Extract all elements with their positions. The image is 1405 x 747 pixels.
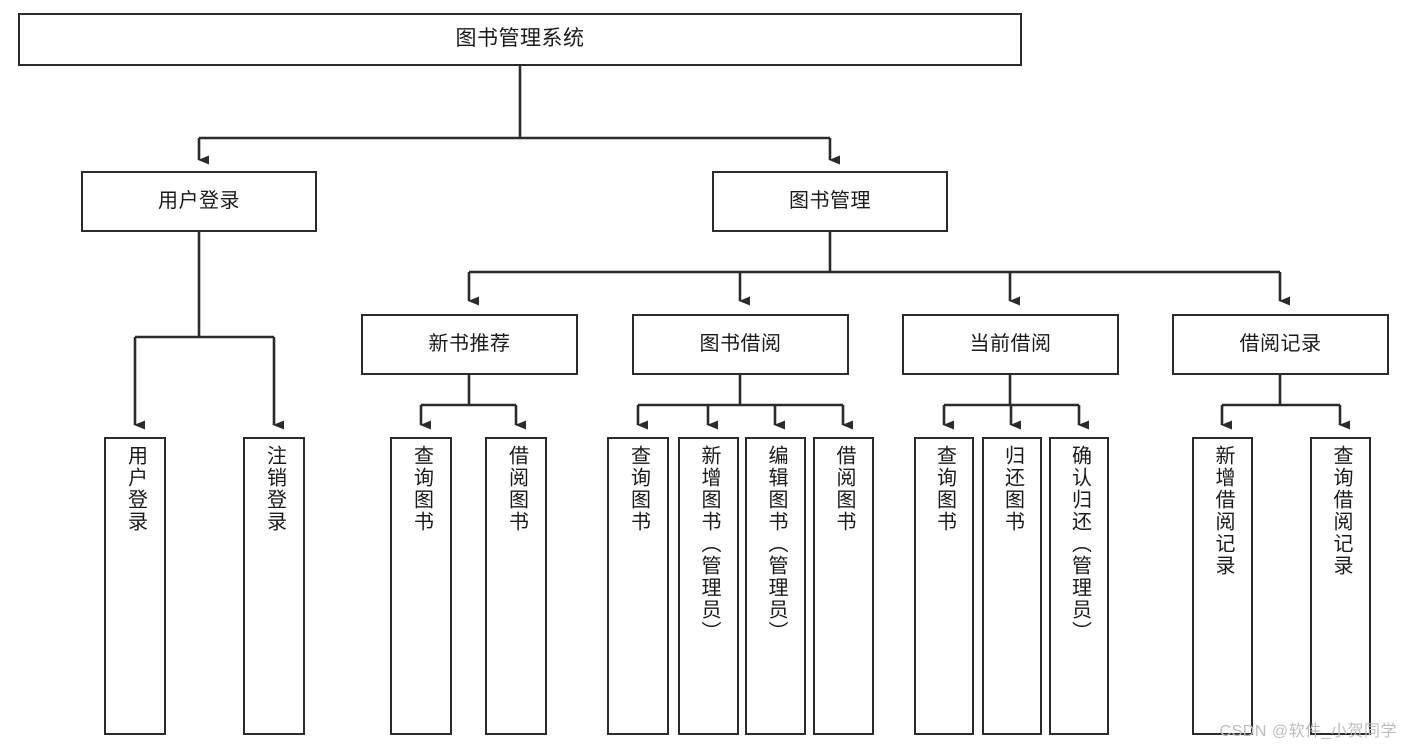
leaf-borrow-book-2-label: 借阅图书 xyxy=(833,445,855,533)
leaf-query-record-label: 查询借阅记录 xyxy=(1330,445,1352,577)
leaf-add-record[interactable]: 新增借阅记录 xyxy=(1192,437,1253,735)
node-root-label: 图书管理系统 xyxy=(455,27,585,51)
leaf-logout-login-label: 注销登录 xyxy=(263,445,286,533)
node-user-login-label: 用户登录 xyxy=(158,189,240,212)
leaf-user-login-label: 用户登录 xyxy=(124,445,147,533)
leaf-add-record-label: 新增借阅记录 xyxy=(1212,445,1234,577)
leaf-query-book-1-label: 查询图书 xyxy=(410,445,433,533)
leaf-query-book-2[interactable]: 查询图书 xyxy=(607,437,669,735)
leaf-borrow-book-1-label: 借阅图书 xyxy=(505,445,528,533)
leaf-add-book-label: 新增图书（管理员） xyxy=(698,445,720,643)
node-book-borrow-label: 图书借阅 xyxy=(699,332,782,355)
node-new-book-recommend[interactable]: 新书推荐 xyxy=(361,314,578,375)
node-borrow-record-label: 借阅记录 xyxy=(1239,332,1322,355)
leaf-confirm-return-label: 确认归还（管理员） xyxy=(1068,445,1091,643)
leaf-confirm-return[interactable]: 确认归还（管理员） xyxy=(1049,437,1109,735)
node-book-manage[interactable]: 图书管理 xyxy=(712,171,948,232)
leaf-add-book[interactable]: 新增图书（管理员） xyxy=(678,437,739,735)
node-root[interactable]: 图书管理系统 xyxy=(18,13,1022,66)
watermark: CSDN @软件_小贺同学 xyxy=(1219,723,1397,740)
node-current-borrow-label: 当前借阅 xyxy=(969,332,1052,355)
leaf-user-login[interactable]: 用户登录 xyxy=(104,437,166,735)
node-borrow-record[interactable]: 借阅记录 xyxy=(1172,314,1389,375)
node-current-borrow[interactable]: 当前借阅 xyxy=(902,314,1119,375)
leaf-query-record[interactable]: 查询借阅记录 xyxy=(1310,437,1371,735)
node-new-book-recommend-label: 新书推荐 xyxy=(428,332,511,355)
node-book-manage-label: 图书管理 xyxy=(789,189,871,212)
leaf-return-book-label: 归还图书 xyxy=(1001,445,1024,533)
leaf-edit-book-label: 编辑图书（管理员） xyxy=(765,445,787,643)
leaf-borrow-book-1[interactable]: 借阅图书 xyxy=(485,437,547,735)
leaf-return-book[interactable]: 归还图书 xyxy=(982,437,1042,735)
node-book-borrow[interactable]: 图书借阅 xyxy=(632,314,849,375)
leaf-query-book-1[interactable]: 查询图书 xyxy=(390,437,452,735)
node-user-login[interactable]: 用户登录 xyxy=(81,171,317,232)
leaf-edit-book[interactable]: 编辑图书（管理员） xyxy=(745,437,806,735)
leaf-borrow-book-2[interactable]: 借阅图书 xyxy=(813,437,874,735)
leaf-query-book-3[interactable]: 查询图书 xyxy=(914,437,974,735)
leaf-query-book-3-label: 查询图书 xyxy=(933,445,956,533)
leaf-query-book-2-label: 查询图书 xyxy=(627,445,650,533)
leaf-logout-login[interactable]: 注销登录 xyxy=(243,437,305,735)
